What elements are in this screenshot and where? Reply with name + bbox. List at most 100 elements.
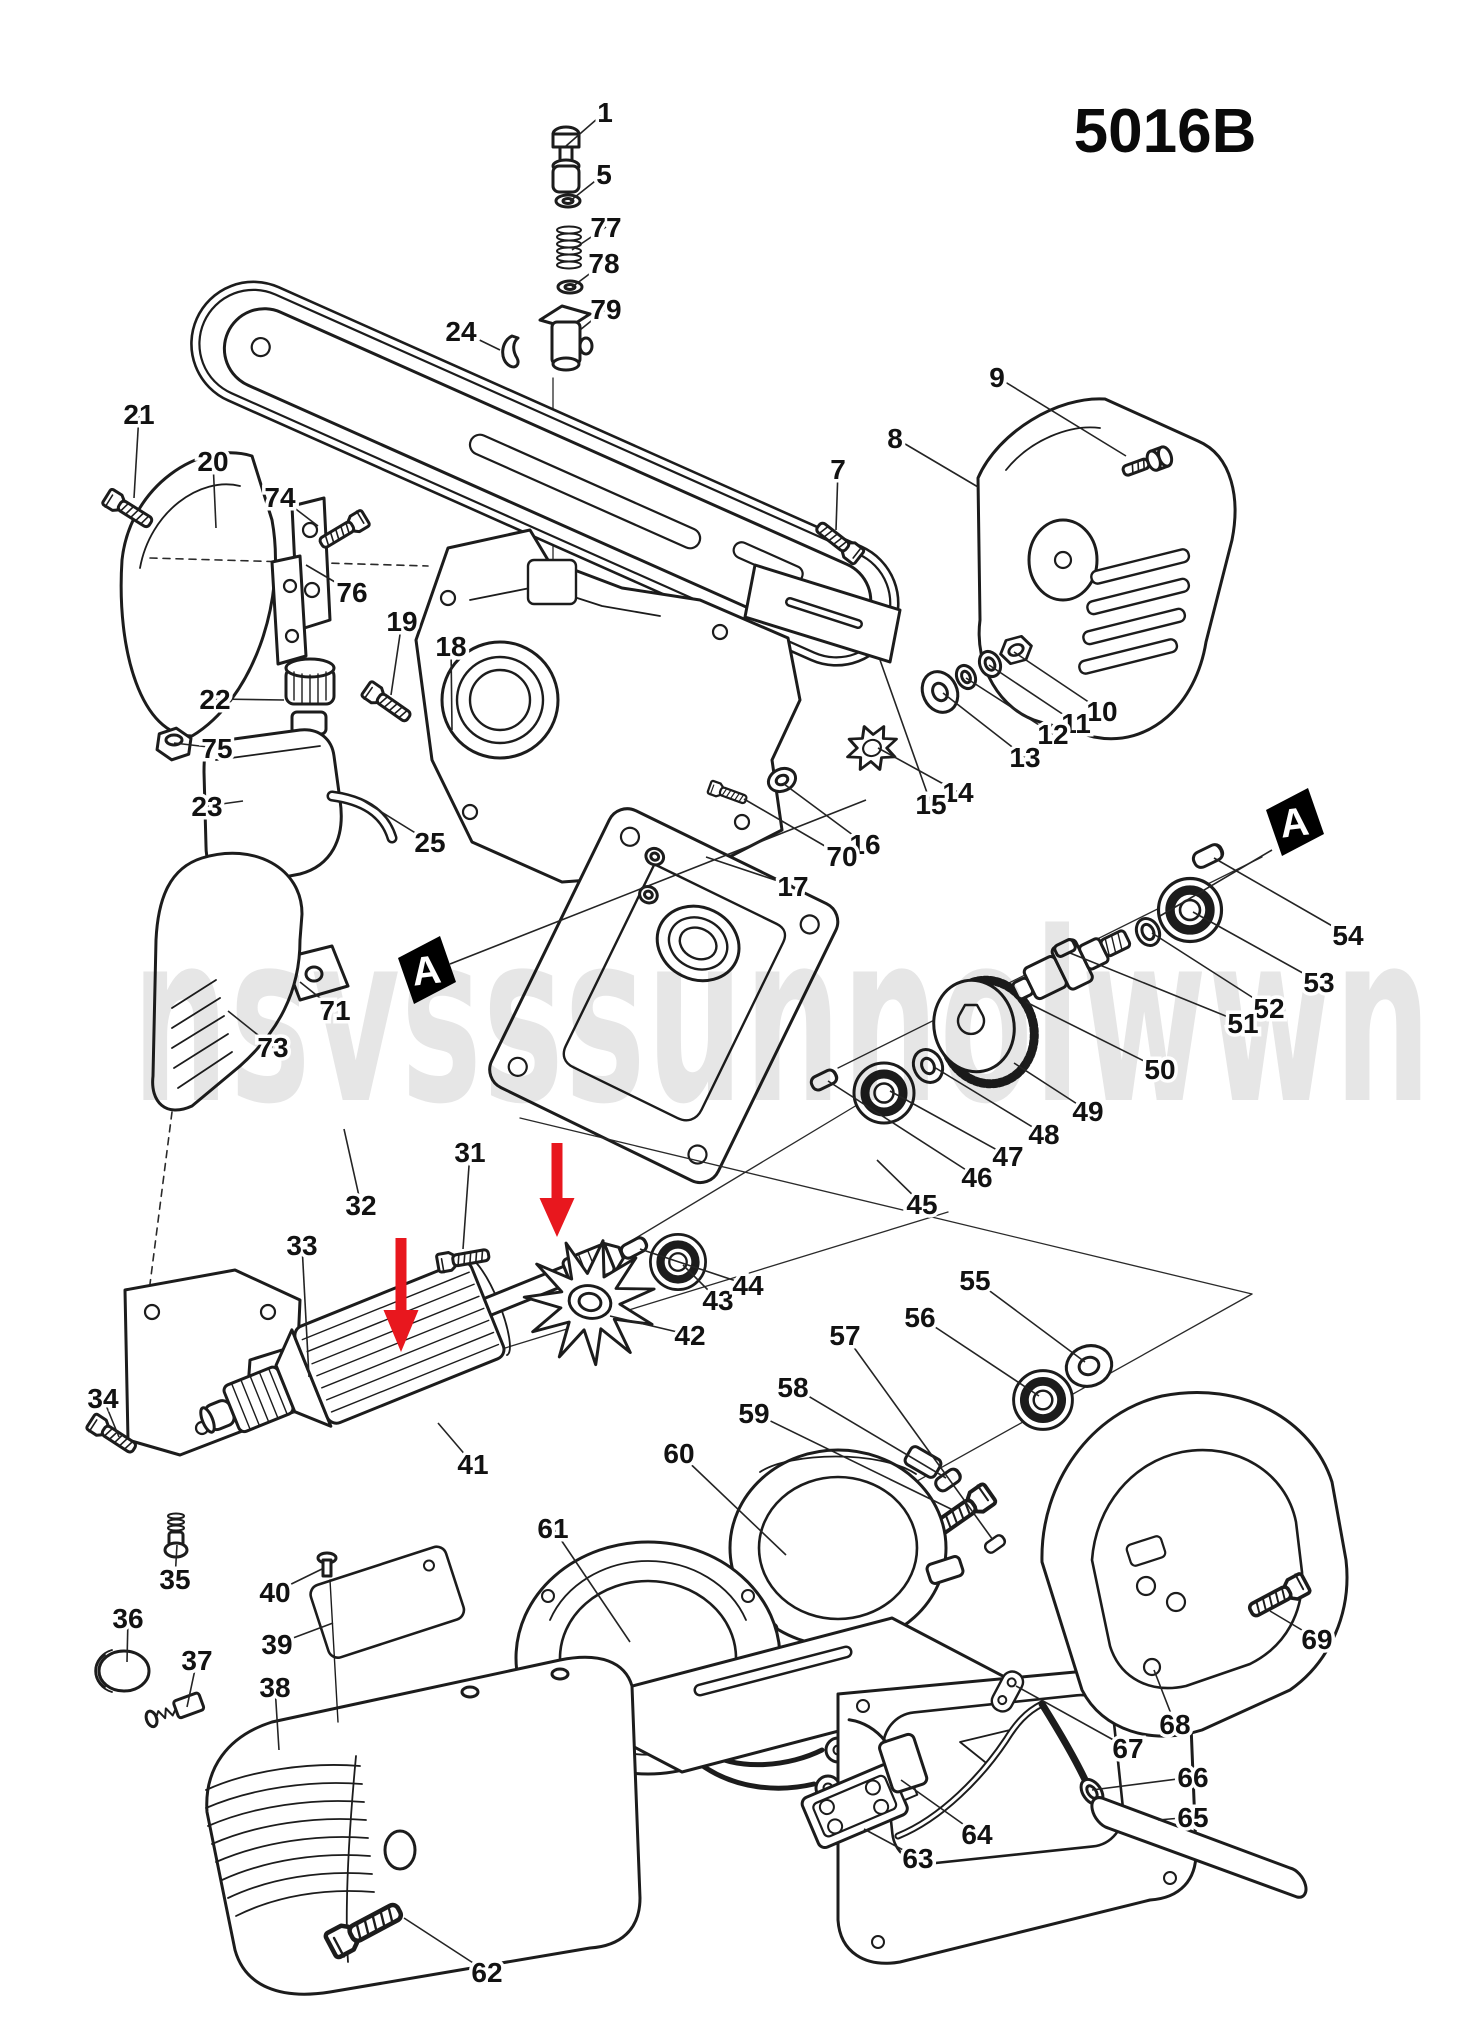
part-label-56: 56 bbox=[904, 1302, 935, 1333]
detail-marker-letter: A bbox=[409, 947, 443, 994]
leader-line-10 bbox=[1013, 651, 1103, 712]
pin-57 bbox=[982, 1532, 1008, 1556]
part-label-21: 21 bbox=[123, 399, 154, 430]
leader-line-61 bbox=[552, 1527, 631, 1643]
leader-line-51 bbox=[1069, 952, 1244, 1024]
part-label-75: 75 bbox=[201, 733, 232, 764]
gear-housing bbox=[414, 528, 902, 884]
pin-54 bbox=[1191, 843, 1225, 869]
oil-cap-22 bbox=[284, 657, 336, 706]
part-label-43: 43 bbox=[702, 1285, 733, 1316]
front-handle-32 bbox=[151, 851, 304, 1112]
part-label-74: 74 bbox=[264, 482, 296, 513]
part-label-12: 12 bbox=[1037, 719, 1068, 750]
leader-line-70 bbox=[743, 798, 843, 857]
part-label-10: 10 bbox=[1086, 696, 1117, 727]
leader-line-55 bbox=[974, 1279, 1086, 1363]
motor-housing-38 bbox=[205, 1545, 642, 1996]
leader-line-39 bbox=[276, 1622, 334, 1645]
retaining-ring-52 bbox=[1134, 917, 1162, 947]
clip-24 bbox=[501, 334, 520, 369]
part-label-38: 38 bbox=[259, 1672, 290, 1703]
part-label-77: 77 bbox=[590, 212, 621, 243]
gear-housing-cover bbox=[488, 807, 840, 1185]
part-label-11: 11 bbox=[1061, 708, 1091, 739]
oiler-pump-assembly bbox=[501, 125, 594, 796]
leader-line-58 bbox=[792, 1386, 947, 1479]
leader-line-50 bbox=[1025, 1001, 1161, 1070]
carbon-brush-37 bbox=[144, 1691, 206, 1729]
part-label-40: 40 bbox=[259, 1577, 290, 1608]
plate-screw-40 bbox=[316, 1551, 339, 1723]
leader-line-13 bbox=[942, 692, 1026, 758]
part-label-33: 33 bbox=[286, 1230, 317, 1261]
part-label-32: 32 bbox=[345, 1190, 376, 1221]
front-hand-guard-group bbox=[99, 451, 429, 738]
leader-line-18 bbox=[450, 645, 453, 731]
leader-line-16 bbox=[783, 783, 866, 845]
front-handle-group bbox=[83, 851, 304, 1559]
part-label-69: 69 bbox=[1301, 1624, 1332, 1655]
washer-16 bbox=[766, 766, 798, 794]
leader-line-25 bbox=[361, 799, 431, 843]
leader-line-48 bbox=[933, 1066, 1045, 1135]
fan-42 bbox=[522, 1239, 656, 1367]
part-label-58: 58 bbox=[777, 1372, 808, 1403]
part-label-35: 35 bbox=[159, 1564, 190, 1595]
part-label-65: 65 bbox=[1177, 1802, 1208, 1833]
sprocket-washer-stack bbox=[846, 634, 1033, 771]
part-label-63: 63 bbox=[902, 1843, 933, 1874]
leader-line-31 bbox=[462, 1151, 471, 1250]
leader-line-7 bbox=[835, 468, 839, 531]
leader-line-14 bbox=[877, 747, 959, 793]
leader-line-9 bbox=[996, 376, 1127, 457]
name-plate-39 bbox=[309, 1545, 466, 1659]
leader-line-36 bbox=[126, 1617, 129, 1663]
part-label-62: 62 bbox=[471, 1957, 502, 1988]
pump-spring bbox=[556, 225, 582, 270]
part-label-13: 13 bbox=[1009, 742, 1040, 773]
leader-line-62 bbox=[403, 1917, 488, 1973]
part-label-36: 36 bbox=[112, 1603, 143, 1634]
leader-line-73 bbox=[227, 1010, 274, 1048]
leader-line-67 bbox=[1015, 1685, 1129, 1749]
part-label-31: 31 bbox=[454, 1137, 485, 1168]
leader-line-69 bbox=[1269, 1610, 1318, 1640]
leader-line-24 bbox=[460, 330, 501, 351]
gear-49 bbox=[932, 975, 1039, 1089]
detail-marker-line-2 bbox=[1159, 849, 1273, 917]
part-label-66: 66 bbox=[1177, 1762, 1208, 1793]
part-label-8: 8 bbox=[887, 423, 903, 454]
leader-line-75 bbox=[173, 742, 218, 749]
part-label-42: 42 bbox=[674, 1320, 705, 1351]
flange-nut-75 bbox=[155, 726, 193, 762]
part-label-18: 18 bbox=[435, 631, 466, 662]
cord-guard-65 bbox=[1090, 1796, 1308, 1899]
leader-line-8 bbox=[894, 437, 979, 488]
leader-line-77 bbox=[571, 226, 607, 251]
key-51 bbox=[1053, 938, 1077, 958]
brush-cap-36 bbox=[94, 1649, 151, 1693]
leader-line-64 bbox=[900, 1779, 978, 1835]
part-label-17: 17 bbox=[777, 871, 808, 902]
detail-marker-box bbox=[398, 936, 456, 1004]
part-label-23: 23 bbox=[191, 791, 222, 822]
part-label-9: 9 bbox=[989, 362, 1005, 393]
part-label-67: 67 bbox=[1112, 1733, 1143, 1764]
spindle-50 bbox=[1011, 929, 1132, 1001]
leader-line-23 bbox=[206, 800, 244, 807]
part-label-44: 44 bbox=[732, 1270, 764, 1301]
part-label-59: 59 bbox=[738, 1398, 769, 1429]
oil-tank-23 bbox=[202, 710, 343, 886]
part-label-53: 53 bbox=[1303, 967, 1334, 998]
part-label-41: 41 bbox=[457, 1449, 488, 1480]
part-label-73: 73 bbox=[257, 1032, 288, 1063]
leader-line-42 bbox=[609, 1315, 691, 1336]
leader-line-34 bbox=[102, 1397, 120, 1438]
leader-line-44 bbox=[639, 1248, 749, 1286]
part-label-61: 61 bbox=[537, 1513, 568, 1544]
leader-line-15 bbox=[879, 659, 932, 805]
leader-line-33 bbox=[301, 1244, 310, 1378]
leader-line-68 bbox=[1153, 1669, 1176, 1725]
part-label-78: 78 bbox=[588, 248, 619, 279]
